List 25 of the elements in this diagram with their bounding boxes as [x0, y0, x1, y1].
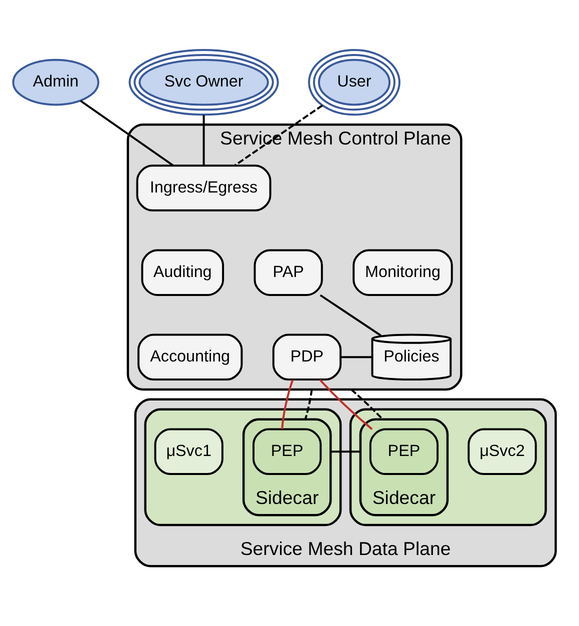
node-box: Auditing — [141, 249, 224, 296]
node-box: PAP — [254, 249, 323, 296]
connector — [234, 104, 323, 166]
connector — [80, 100, 174, 166]
node-box: PEP — [252, 428, 322, 476]
connector — [340, 356, 372, 358]
node-ellipse: Svc Owner — [128, 48, 279, 116]
node-box: Accounting — [137, 334, 243, 381]
node-box: Monitoring — [352, 249, 453, 296]
connector — [320, 294, 382, 336]
connector — [319, 379, 373, 430]
connector — [202, 115, 205, 166]
cluster — [349, 408, 547, 526]
connector — [281, 379, 294, 430]
node-box: μSvc2 — [468, 428, 537, 476]
connector — [350, 388, 384, 420]
connector — [304, 389, 313, 420]
node-box: μSvc1 — [154, 428, 224, 476]
node-box: PEP — [369, 428, 439, 476]
cluster — [144, 408, 342, 526]
node-box: Ingress/Egress — [136, 164, 272, 212]
node-ellipse: User — [308, 48, 400, 116]
node-box: PDP — [272, 334, 342, 381]
node-ellipse: Admin — [12, 58, 100, 106]
connector — [330, 450, 360, 453]
